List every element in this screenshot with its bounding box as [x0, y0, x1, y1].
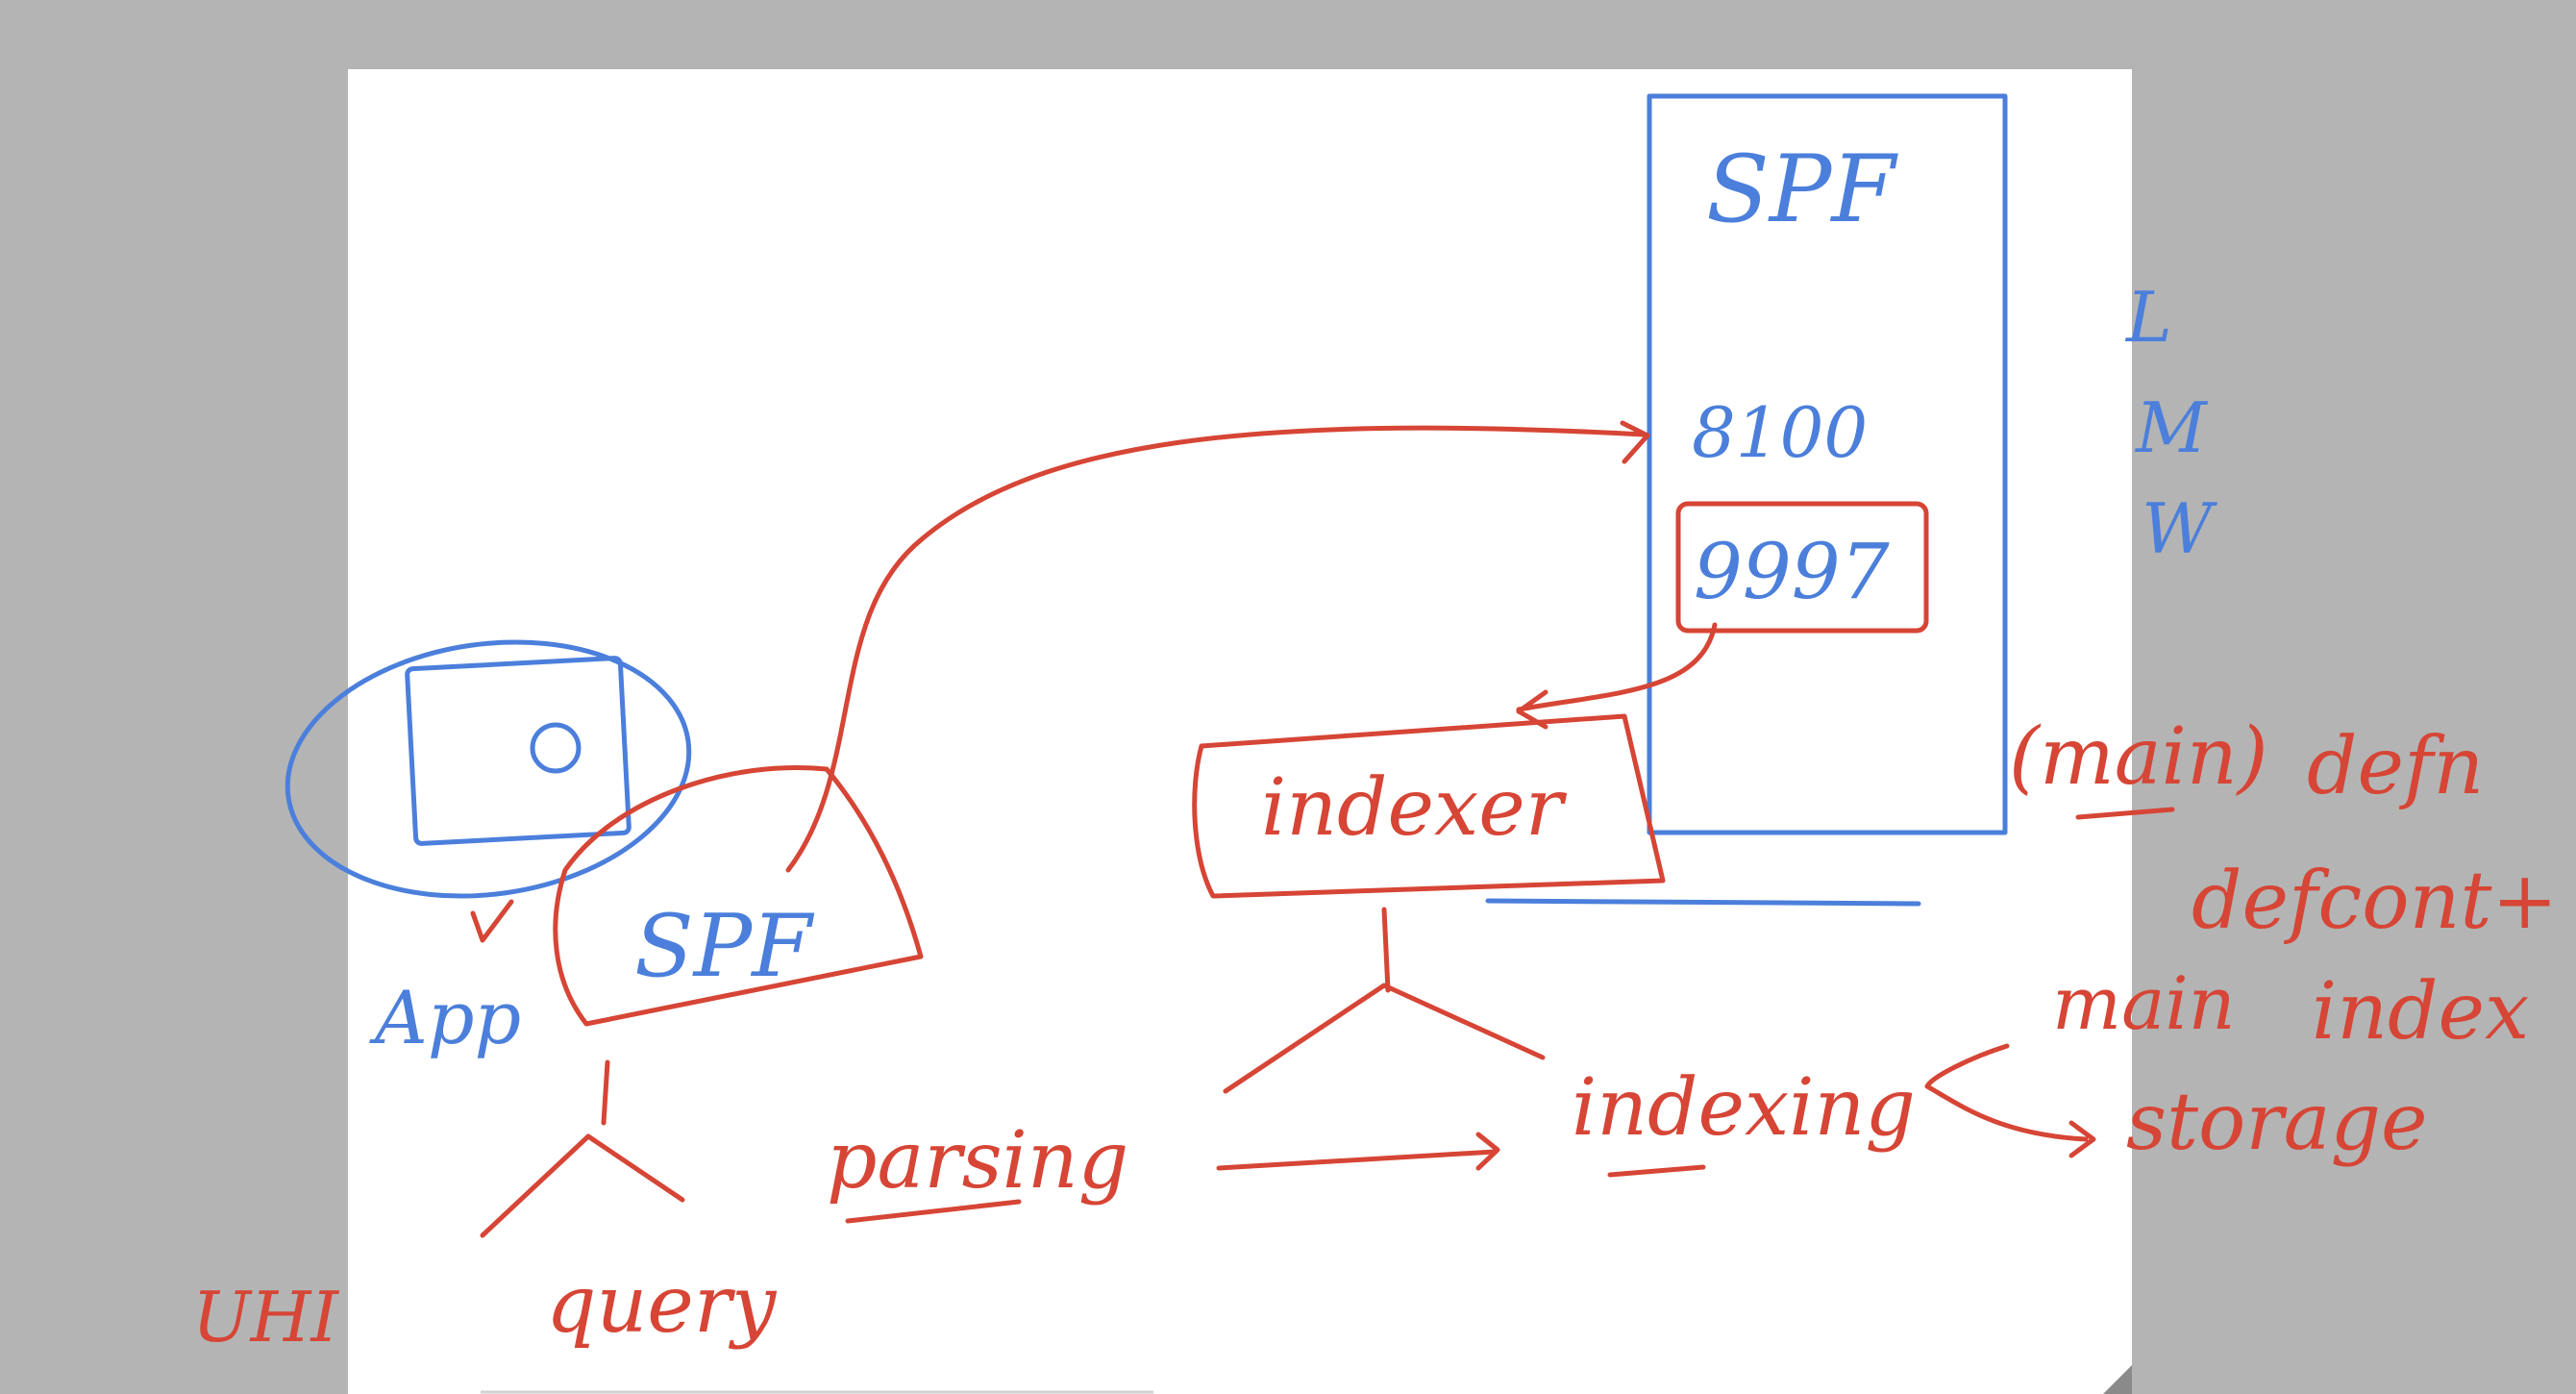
defn-label: defn	[2307, 721, 2484, 812]
side-letter-l: L	[2124, 277, 2172, 358]
app-check-mark	[470, 899, 514, 943]
uhi-label: UHI	[192, 1277, 339, 1357]
port-9997-label: 9997	[1694, 527, 1890, 616]
client-spf-box	[553, 764, 924, 1027]
query-label: query	[546, 1259, 778, 1351]
side-letter-m: M	[2134, 387, 2209, 468]
side-letter-w: W	[2142, 488, 2217, 569]
camera-icon	[530, 722, 582, 774]
app-label: App	[369, 975, 521, 1060]
port-9997-box	[1675, 501, 1929, 634]
arrow-9997-to-indexer	[1516, 622, 1718, 712]
server-title: SPF	[1706, 136, 1898, 243]
client-branches	[480, 1133, 685, 1238]
server-underline	[1485, 898, 1921, 907]
storage-label: storage	[2126, 1077, 2428, 1168]
app-circle	[285, 639, 692, 899]
indexing-underline	[1607, 1164, 1706, 1178]
defcont-label: defcont+	[2192, 856, 2558, 947]
app-device	[405, 656, 632, 846]
arrow-parsing-to-indexing	[1216, 1149, 1498, 1171]
main-paren-underline	[2075, 807, 2175, 820]
indexer-box	[1192, 713, 1666, 899]
arrow-head-indexing	[1475, 1132, 1500, 1171]
port-8100-label: 8100	[1692, 392, 1868, 473]
client-stem	[601, 1059, 610, 1126]
indexing-label: indexing	[1572, 1062, 1916, 1154]
arrow-head-8100	[1620, 420, 1650, 464]
main-label: main	[2052, 960, 2236, 1046]
indexer-stem	[1381, 907, 1391, 993]
page-curl-corner	[2103, 1365, 2132, 1394]
arrow-indexing-to-storage	[1924, 1043, 2089, 1142]
index-label: index	[2312, 966, 2529, 1058]
arrow-spf-to-8100	[785, 425, 1647, 873]
parsing-label: parsing	[827, 1115, 1128, 1207]
indexer-branches	[1223, 983, 1546, 1094]
indexer-label: indexer	[1261, 762, 1568, 854]
client-spf-label: SPF	[634, 896, 815, 997]
parsing-underline	[845, 1199, 1022, 1224]
arrow-head-storage	[2068, 1120, 2096, 1158]
main-paren-label: (main)	[2009, 711, 2268, 803]
server-box	[1647, 93, 2008, 835]
